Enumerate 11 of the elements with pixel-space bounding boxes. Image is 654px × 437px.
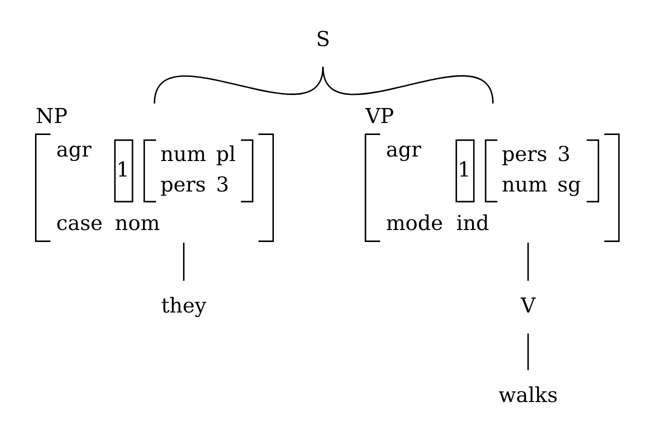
connector xyxy=(322,66,494,104)
node-text: S xyxy=(316,26,330,51)
node-label: VP xyxy=(365,104,394,128)
connector xyxy=(527,334,529,370)
node-text: walks xyxy=(498,382,558,407)
node-text: V xyxy=(520,294,536,318)
connector xyxy=(183,242,184,281)
node-label: NP xyxy=(36,104,68,128)
connector xyxy=(154,66,324,104)
node-text: they xyxy=(161,294,206,318)
connector xyxy=(527,242,529,281)
